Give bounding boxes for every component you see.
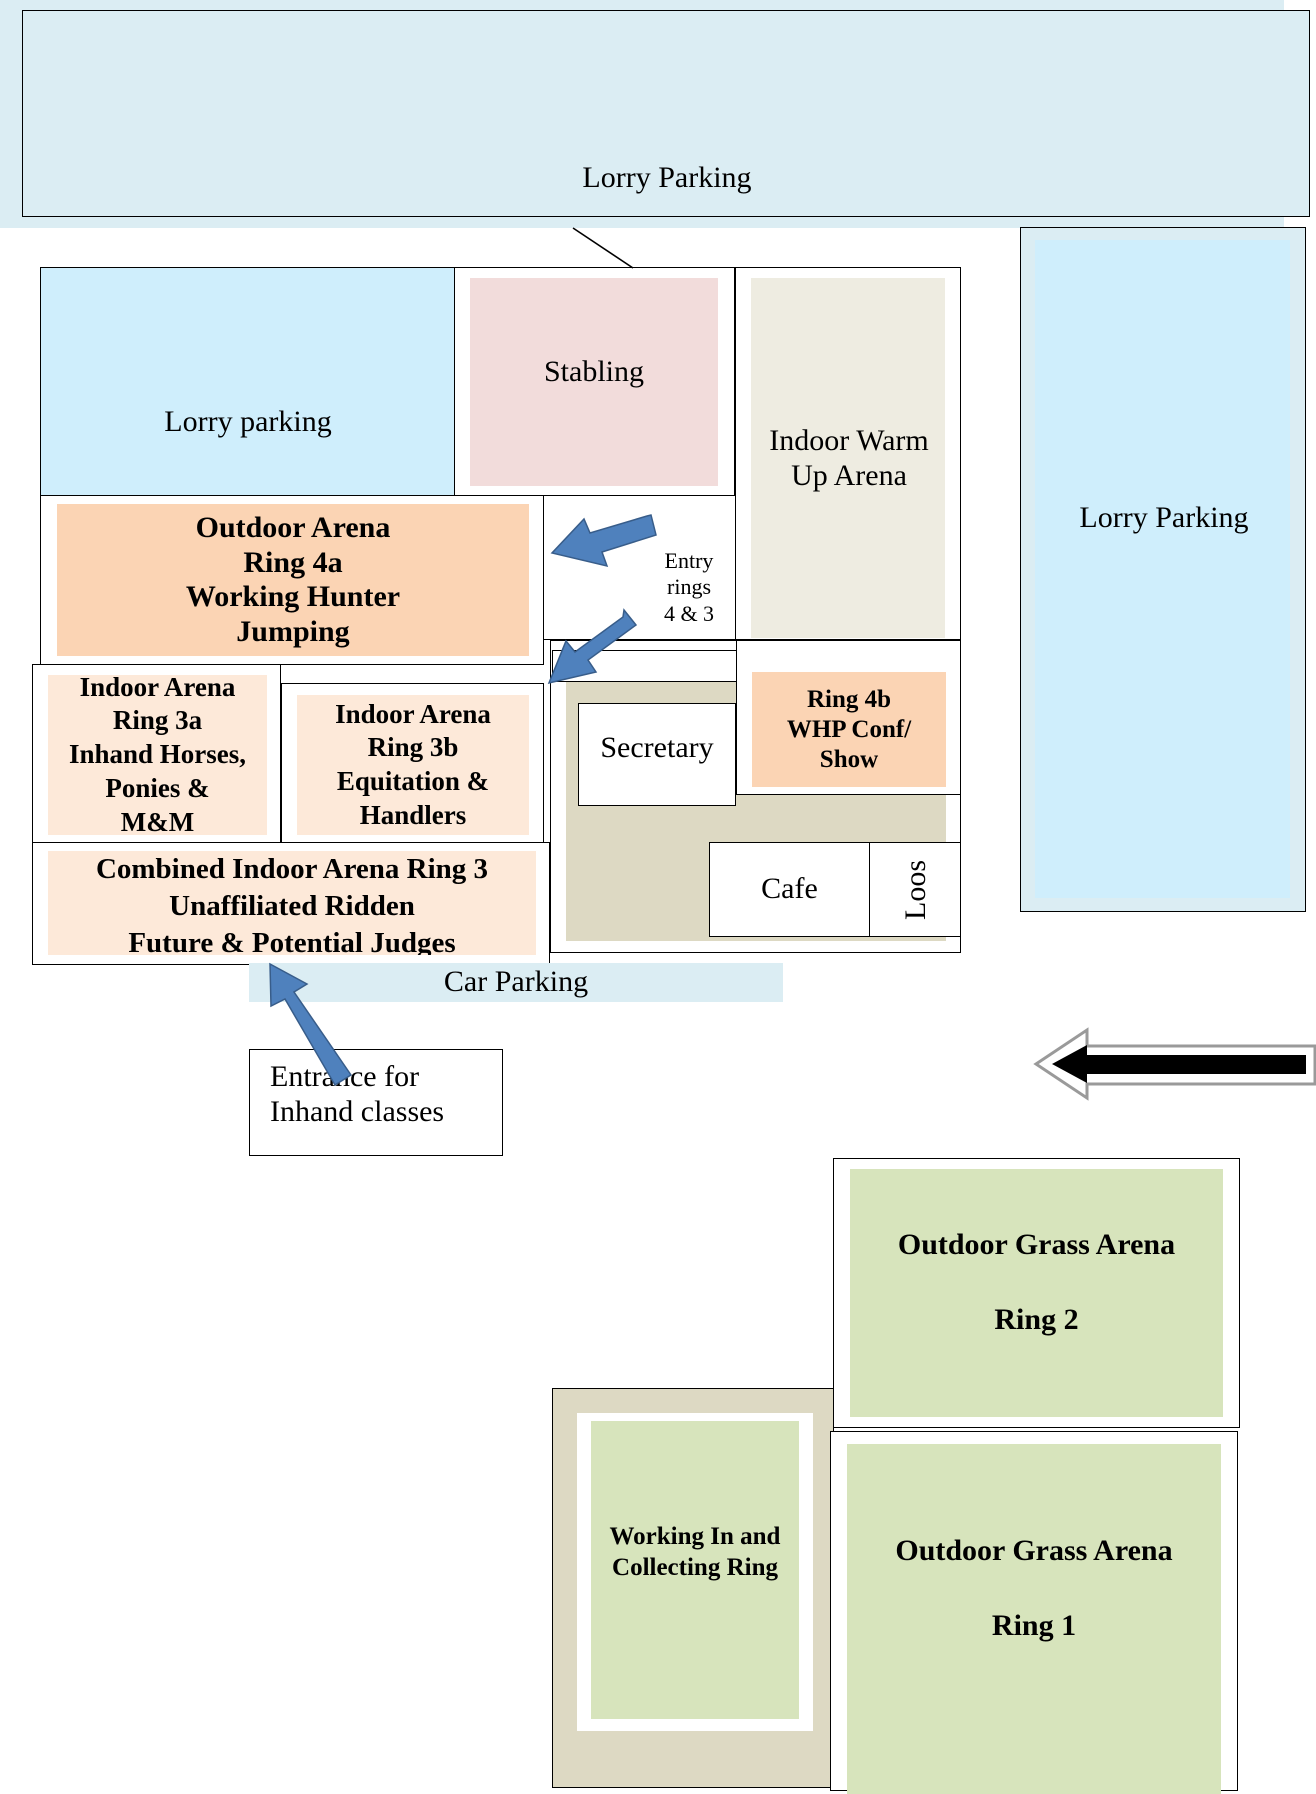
lorry-parking-right-label: Lorry Parking	[1079, 500, 1249, 534]
ring-4a: Outdoor Arena Ring 4a Working Hunter Jum…	[40, 495, 544, 665]
ring-1: Outdoor Grass Arena Ring 1	[830, 1431, 1238, 1794]
working-in-white: Working In and Collecting Ring	[577, 1413, 813, 1731]
lorry-parking-left-label: Lorry parking	[164, 404, 332, 438]
entry-arrow-ring-3	[547, 608, 638, 685]
car-parking: Car Parking	[249, 963, 783, 1002]
ring-3-combined: Combined Indoor Arena Ring 3 Unaffiliate…	[32, 842, 550, 965]
ring-3-combined-label: Combined Indoor Arena Ring 3 Unaffiliate…	[48, 851, 536, 955]
lorry-parking-top-label: Lorry Parking	[582, 161, 752, 194]
working-in-label: Working In and Collecting Ring	[591, 1421, 799, 1719]
ring-4b-label: Ring 4b WHP Conf/ Show	[752, 672, 946, 787]
ring-2: Outdoor Grass Arena Ring 2	[833, 1158, 1240, 1428]
ring-2-label: Outdoor Grass Arena Ring 2	[850, 1169, 1223, 1417]
lorry-parking-right-inner	[1035, 240, 1290, 898]
ring-4b: Ring 4b WHP Conf/ Show	[736, 640, 961, 795]
cafe-label: Cafe	[761, 872, 818, 906]
inhand-entrance: Entrance for Inhand classes	[249, 1049, 503, 1156]
ring-1-label: Outdoor Grass Arena Ring 1	[847, 1444, 1221, 1794]
ring-3a-label: Indoor Arena Ring 3a Inhand Horses, Poni…	[48, 672, 267, 837]
entry-arrow-ring-4a	[550, 514, 657, 568]
direction-arrow	[1052, 1045, 1306, 1083]
ring-3b: Indoor Arena Ring 3b Equitation & Handle…	[281, 683, 544, 844]
inhand-arrow	[269, 962, 353, 1087]
lorry-parking-top: Lorry Parking	[22, 10, 1310, 217]
warm-up-inner	[751, 278, 945, 638]
connector-line	[572, 227, 634, 269]
loos: Loos	[869, 842, 961, 937]
ring-3a: Indoor Arena Ring 3a Inhand Horses, Poni…	[32, 664, 281, 844]
stabling: Stabling	[454, 267, 735, 497]
ring-4a-label: Outdoor Arena Ring 4a Working Hunter Jum…	[57, 504, 529, 656]
car-parking-label: Car Parking	[443, 965, 589, 999]
secretary: Secretary	[578, 703, 736, 806]
indoor-warm-up-arena: Indoor Warm Up Arena	[735, 267, 961, 640]
stabling-inner: Stabling	[470, 278, 718, 486]
cafe: Cafe	[709, 842, 870, 937]
working-in-area: Working In and Collecting Ring	[552, 1388, 834, 1788]
warm-up-label: Indoor Warm Up Arena	[769, 424, 929, 492]
entry-rings-label: Entry rings 4 & 3	[663, 548, 715, 626]
secretary-label: Secretary	[600, 731, 714, 765]
ring-3b-label: Indoor Arena Ring 3b Equitation & Handle…	[297, 695, 529, 835]
stabling-label: Stabling	[543, 354, 644, 388]
lorry-parking-right: Lorry Parking	[1020, 227, 1306, 912]
lorry-parking-left: Lorry parking	[40, 267, 456, 497]
